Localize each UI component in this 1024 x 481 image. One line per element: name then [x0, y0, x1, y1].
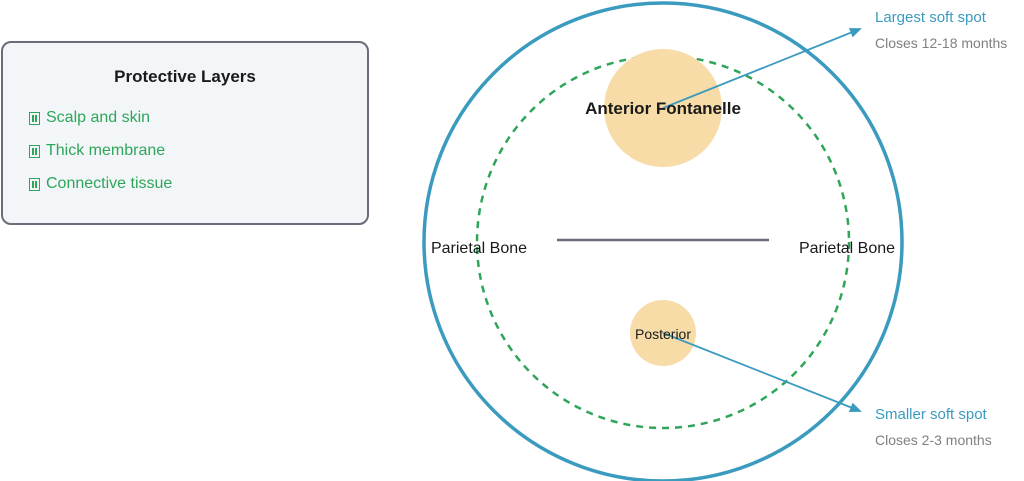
left-parietal-bone-label: Parietal Bone — [431, 240, 527, 257]
anterior-callout-detail: Closes 12-18 months — [875, 35, 1007, 51]
posterior-fontanelle-label: Posterior — [635, 326, 691, 342]
right-parietal-bone-label: Parietal Bone — [799, 240, 895, 257]
legend-item-label: Connective tissue — [46, 175, 173, 192]
legend-item-scalp: Scalp and skin — [29, 109, 150, 127]
posterior-callout-detail: Closes 2-3 months — [875, 432, 992, 448]
anterior-callout-arrow — [662, 28, 862, 109]
anterior-callout-title: Largest soft spot — [875, 9, 987, 26]
legend-item-connective: Connective tissue — [29, 175, 172, 193]
posterior-callout-arrow — [662, 332, 862, 412]
layer-glyph-icon — [29, 144, 40, 158]
outer-skull-ring — [422, 1, 904, 481]
posterior-callout-title: Smaller soft spot — [875, 406, 988, 423]
layer-glyph-icon — [29, 177, 40, 191]
anterior-fontanelle-label: Anterior Fontanelle — [585, 99, 741, 118]
legend-item-label: Thick membrane — [46, 142, 166, 159]
protective-layers-panel: Protective Layers Scalp and skin Thick m… — [1, 41, 369, 225]
layer-glyph-icon — [29, 111, 40, 125]
legend-item-label: Scalp and skin — [46, 109, 151, 126]
legend-item-membrane: Thick membrane — [29, 142, 165, 160]
legend-title: Protective Layers — [114, 67, 256, 86]
